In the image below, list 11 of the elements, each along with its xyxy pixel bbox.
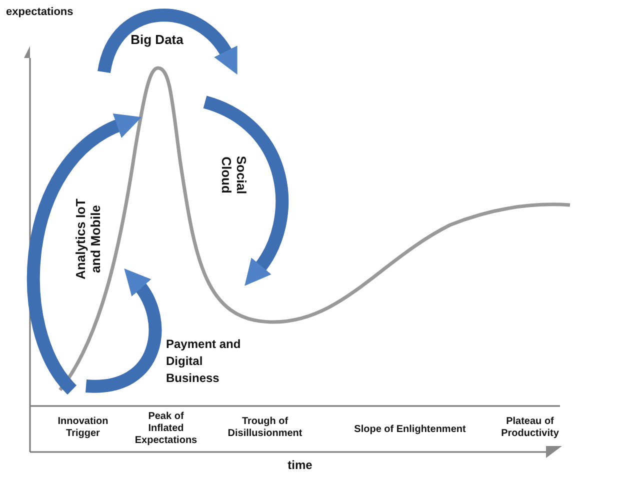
phase-label: Peak of Inflated Expectations [134, 411, 198, 447]
phase-label: Plateau of Productivity [500, 416, 560, 440]
trend-label: Payment and Digital Business [166, 336, 242, 387]
trend-label: Social Cloud [219, 154, 249, 196]
phase-label: Innovation Trigger [56, 416, 110, 440]
phase-label: Slope of Enlightenment [353, 424, 467, 436]
axis-label: time [286, 457, 314, 474]
axis-label: expectations [6, 5, 74, 20]
trend-label: Big Data [130, 31, 184, 49]
trend-label: Analytics IoT and Mobile [73, 198, 103, 282]
phase-label: Trough of Disillusionment [226, 416, 304, 440]
